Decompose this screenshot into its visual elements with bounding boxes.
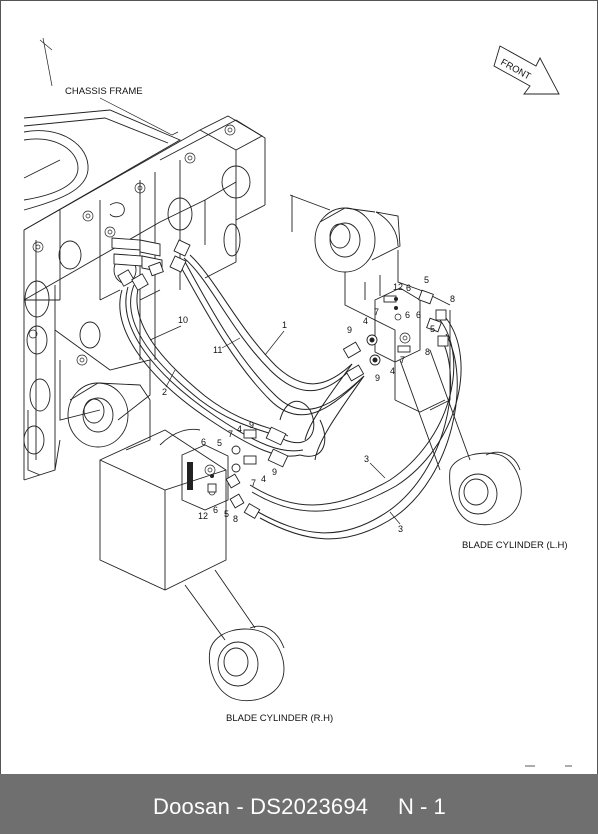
- chassis-leader: [39, 37, 53, 87]
- callout-rh-4b: 4: [261, 474, 266, 484]
- lh-cylinder-label: BLADE CYLINDER (L.H): [462, 540, 568, 551]
- callout-lh-9b: 9: [375, 373, 380, 383]
- callout-lh-7: 7: [374, 307, 379, 317]
- chassis-fittings: [111, 237, 191, 291]
- callout-rh-8: 8: [233, 514, 238, 524]
- callout-10: 10: [178, 315, 188, 325]
- callout-lh-7b: 7: [400, 355, 405, 365]
- callout-rh-7b: 7: [251, 478, 256, 488]
- chassis-frame-label: CHASSIS FRAME: [65, 86, 143, 97]
- callout-rh-5: 5: [217, 438, 222, 448]
- callout-rh-9b: 9: [272, 467, 277, 477]
- callout-rh-12: 12: [198, 511, 208, 521]
- callout-rh-9a: 9: [249, 420, 254, 430]
- callout-rh-7a: 7: [228, 429, 233, 439]
- lh-blade-cylinder: [289, 194, 522, 526]
- callout-lh-9a: 9: [347, 325, 352, 335]
- callout-lh-5: 5: [424, 275, 429, 285]
- hydraulic-hoses: [119, 254, 462, 540]
- callout-lh-6a: 6: [405, 310, 410, 320]
- hydraulic-diagram: FRONT CHASSIS FRAME: [23, 37, 572, 767]
- callout-lh-8a: 8: [450, 294, 455, 304]
- callout-rh-6b: 6: [213, 505, 218, 515]
- lh-fittings: [342, 289, 449, 382]
- callout-lh-5b: 5: [430, 324, 435, 334]
- page-number: N - 1: [398, 794, 446, 819]
- rh-blade-cylinder: [67, 382, 285, 702]
- chassis-frame: [23, 109, 266, 481]
- callout-lh-12: 12: [393, 282, 403, 292]
- rh-cylinder-label: BLADE CYLINDER (R.H): [226, 713, 333, 724]
- front-arrow: FRONT: [493, 45, 560, 95]
- callout-rh-4a: 4: [237, 424, 242, 434]
- rh-fittings: [207, 426, 289, 519]
- callout-3-upper: 3: [364, 454, 369, 464]
- callout-lh-6c: 6: [416, 310, 421, 320]
- callout-1: 1: [282, 320, 287, 330]
- callout-lh-8b: 8: [425, 347, 430, 357]
- callout-rh-5b: 5: [224, 509, 229, 519]
- footer-bar: Doosan - DS2023694 N - 1: [0, 774, 598, 834]
- callout-3-lower: 3: [398, 524, 403, 534]
- callouts: 1 11 10 2 3 3 12 6 5 6 8 7 4 9 6 5 8 7 9…: [149, 275, 455, 534]
- callout-lh-4a: 4: [363, 316, 368, 326]
- chassis-leader-2: [99, 97, 179, 136]
- callout-lh-4b: 4: [390, 366, 395, 376]
- callout-rh-6: 6: [201, 437, 206, 447]
- callout-2: 2: [162, 387, 167, 397]
- callout-lh-6b: 6: [406, 283, 411, 293]
- brand-part-number: Doosan - DS2023694: [153, 794, 369, 819]
- callout-11: 11: [213, 345, 222, 355]
